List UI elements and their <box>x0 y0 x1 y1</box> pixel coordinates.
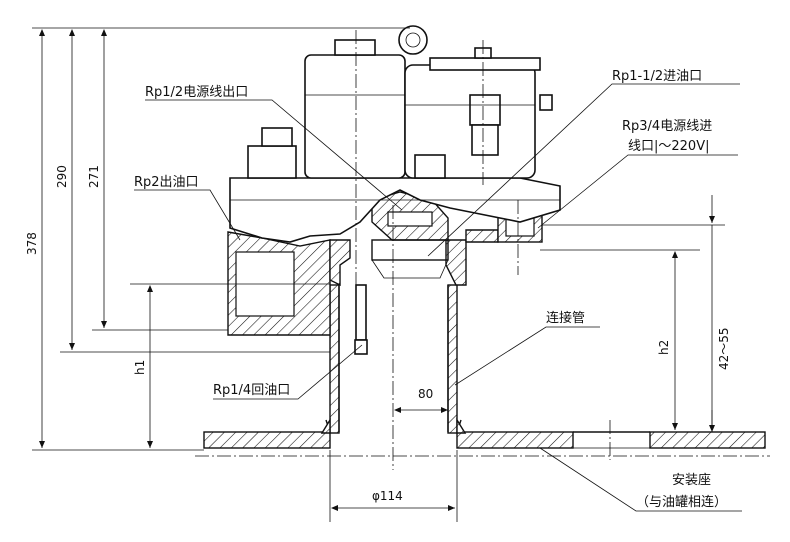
dim-114: φ114 <box>372 489 403 503</box>
label-oil-outlet: Rp2出油口 <box>134 175 199 190</box>
label-mount-base-2: （与油罐相连） <box>636 494 727 510</box>
return-tube <box>354 284 368 355</box>
label-mount-base-1: 安装座 <box>672 473 711 488</box>
dim-80: 80 <box>418 387 433 401</box>
dim-h2: h2 <box>657 340 671 355</box>
dimensions: 378 290 271 h1 h2 42～55 80 φ114 <box>25 27 731 522</box>
dim-271: 271 <box>87 165 101 188</box>
dim-378: 378 <box>25 232 39 255</box>
lower-housing <box>227 191 543 336</box>
label-power-outlet: Rp1/2电源线出口 <box>145 85 248 100</box>
label-connecting-pipe: 连接管 <box>546 310 585 326</box>
dim-290: 290 <box>55 165 69 188</box>
centre-lines <box>355 30 519 470</box>
pump-body <box>229 25 561 243</box>
annotations: Rp1/2电源线出口 Rp1-1/2进油口 Rp3/4电源线进 线口|～220V… <box>134 69 742 512</box>
dim-h1: h1 <box>133 360 147 375</box>
label-power-inlet-2: 线口|～220V| <box>628 139 709 154</box>
connecting-pipe <box>320 284 467 434</box>
label-oil-inlet: Rp1-1/2进油口 <box>612 69 702 84</box>
label-power-inlet-1: Rp3/4电源线进 <box>622 119 712 134</box>
mounting-base <box>195 420 770 460</box>
dim-42-55: 42～55 <box>717 327 731 370</box>
label-return-port: Rp1/4回油口 <box>213 383 290 398</box>
